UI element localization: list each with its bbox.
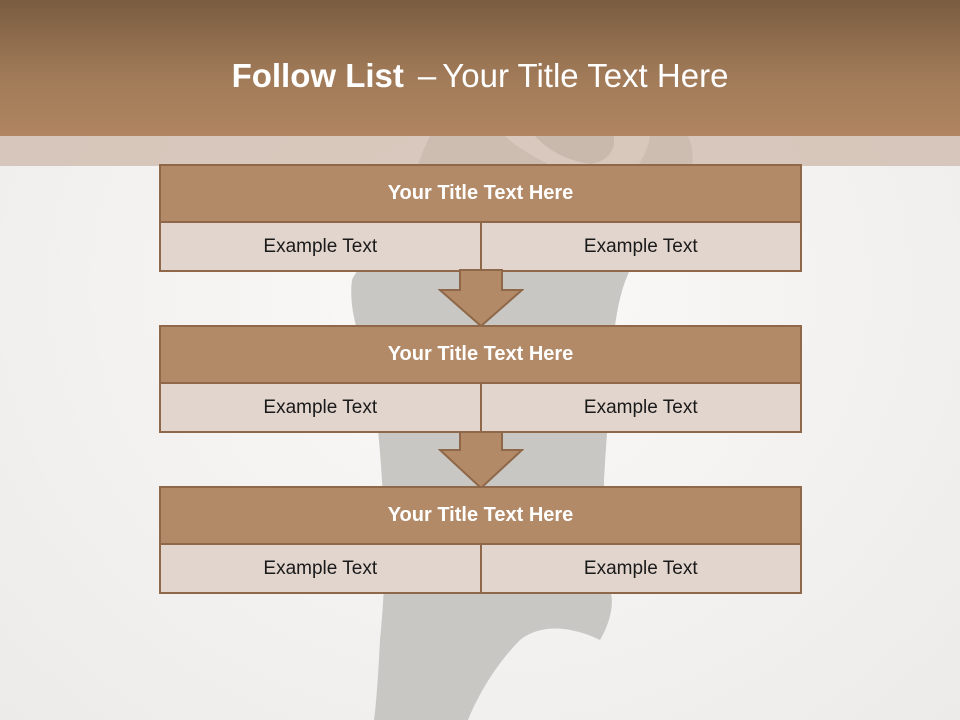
down-arrow-icon [438,431,524,490]
block-row: Example Text Example Text [161,223,800,270]
block-cell-left: Example Text [161,223,480,270]
down-arrow-icon [438,269,524,328]
slide-title-light: Your Title Text Here [442,57,729,94]
block-row: Example Text Example Text [161,545,800,592]
list-block-1: Your Title Text Here Example Text Exampl… [159,164,802,272]
block-cell-left: Example Text [161,384,480,431]
header-strip [0,136,960,166]
block-title: Your Title Text Here [161,488,800,545]
block-row: Example Text Example Text [161,384,800,431]
block-title: Your Title Text Here [161,327,800,384]
block-title: Your Title Text Here [161,166,800,223]
list-block-2: Your Title Text Here Example Text Exampl… [159,325,802,433]
slide-title: Follow List–Your Title Text Here [0,56,960,96]
block-cell-right: Example Text [479,223,800,270]
block-cell-left: Example Text [161,545,480,592]
block-cell-right: Example Text [479,384,800,431]
list-block-3: Your Title Text Here Example Text Exampl… [159,486,802,594]
slide-title-separator: – [417,57,437,94]
slide-title-bold: Follow List [231,57,404,94]
block-cell-right: Example Text [479,545,800,592]
header-band [0,0,960,136]
